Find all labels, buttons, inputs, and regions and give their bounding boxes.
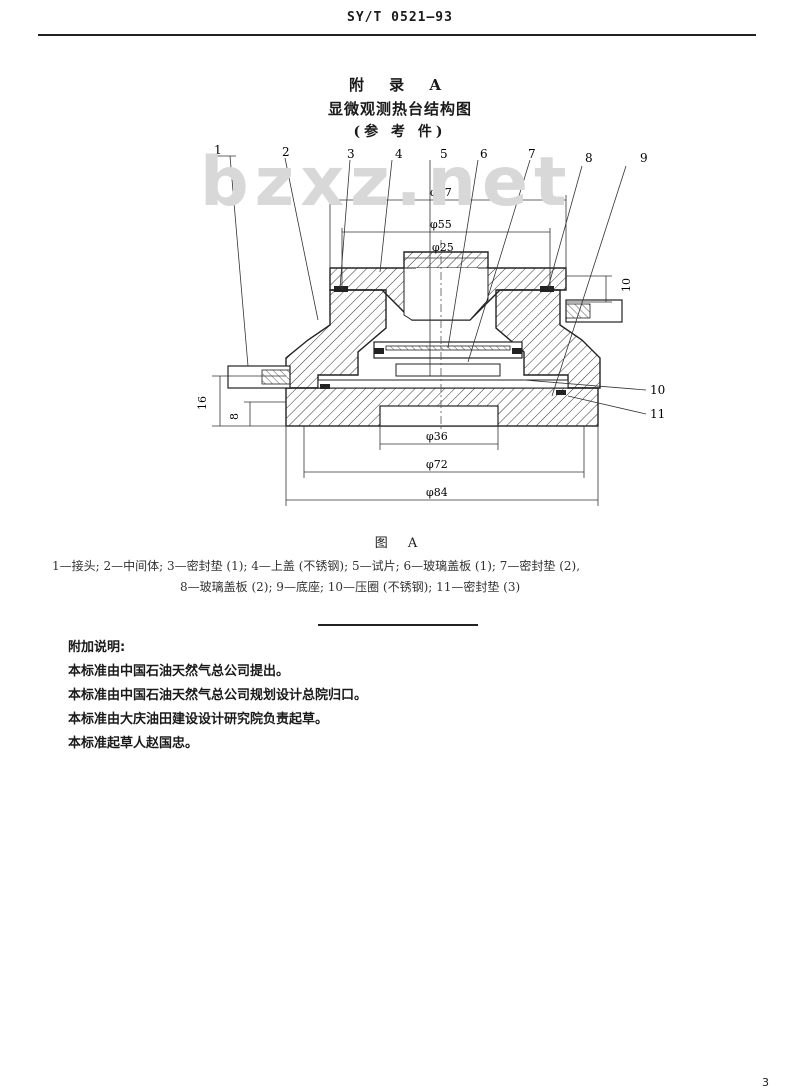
callout-leaders: [212, 155, 647, 415]
section-divider: [318, 624, 478, 626]
dim-height-8: 8: [228, 413, 241, 420]
connector-right: [565, 299, 623, 323]
notes-title: 附加说明:: [68, 640, 126, 655]
note-line-3: 本标准由大庆油田建设设计研究院负责起草。: [68, 712, 329, 727]
callout-3: 3: [347, 147, 355, 161]
callout-4: 4: [395, 147, 403, 161]
callout-5: 5: [440, 147, 448, 161]
callout-2: 2: [282, 145, 290, 159]
annex-label: 附 录 A: [348, 76, 452, 94]
dim-phi67: φ67: [430, 186, 452, 199]
callout-1: 1: [214, 143, 222, 157]
figure-label: 图 A: [374, 536, 426, 551]
callout-9: 9: [640, 151, 648, 165]
callout-7: 7: [528, 147, 536, 161]
callout-numbers: 1 2 3 4 5 6 7 8 9 10 11: [214, 143, 665, 421]
seal-gaskets: [320, 286, 566, 395]
header-rule: [38, 34, 756, 36]
dim-height-10: 10: [620, 278, 633, 292]
annex-subtitle: (参 考 件): [353, 124, 447, 140]
callout-10: 10: [650, 383, 665, 397]
callout-6: 6: [480, 147, 488, 161]
note-line-4: 本标准起草人赵国忠。: [68, 736, 199, 751]
watermark: bzxz.net: [200, 143, 573, 222]
note-line-2: 本标准由中国石油天然气总公司规划设计总院归口。: [68, 688, 368, 703]
top-cover: [329, 251, 567, 321]
dim-height-16: 16: [196, 396, 209, 410]
dim-phi72: φ72: [426, 458, 448, 471]
callout-11: 11: [650, 407, 665, 421]
connector-left: [227, 365, 291, 389]
standard-code: SY/T 0521—93: [347, 10, 453, 25]
figure-legend-line-2: 8—玻璃盖板 (2); 9—底座; 10—压圈 (不锈钢); 11—密封垫 (3…: [180, 580, 521, 594]
callout-8: 8: [585, 151, 593, 165]
figure-legend-line-1: 1—接头; 2—中间体; 3—密封垫 (1); 4—上盖 (不锈钢); 5—试片…: [52, 559, 581, 573]
dim-phi55: φ55: [430, 218, 452, 231]
note-line-1: 本标准由中国石油天然气总公司提出。: [68, 664, 290, 679]
annex-title: 显微观测热台结构图: [327, 100, 472, 118]
dim-phi36: φ36: [426, 430, 448, 443]
base-plate: [285, 387, 599, 427]
dim-phi25: φ25: [432, 241, 454, 254]
page-number: 3: [762, 1076, 769, 1089]
hot-stage-drawing: φ67 φ55 φ25 10 16 8 φ36 φ72 φ84: [196, 143, 665, 506]
dim-phi84: φ84: [426, 486, 448, 499]
